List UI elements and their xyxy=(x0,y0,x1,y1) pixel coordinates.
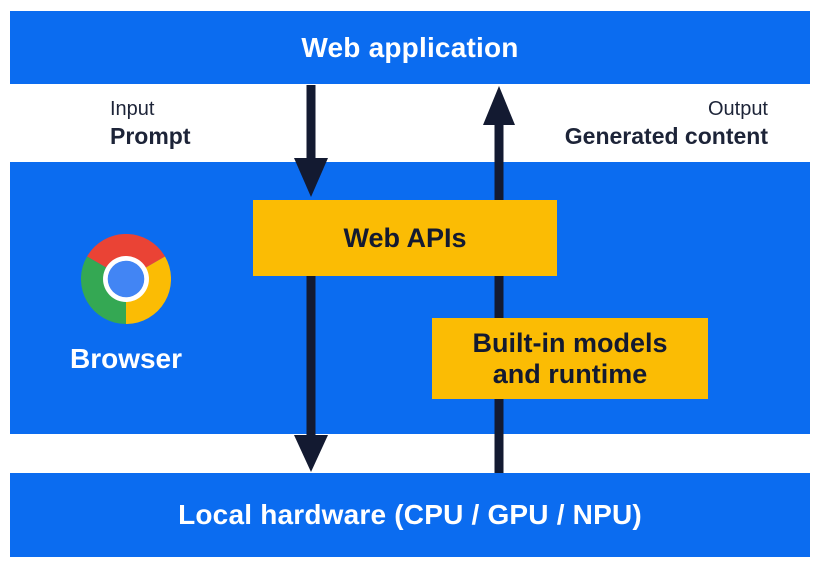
builtin-models-label-line2: and runtime xyxy=(492,358,648,389)
web-apis-box: Web APIs xyxy=(253,200,557,276)
web-application-label: Web application xyxy=(301,31,519,63)
output-label: Output xyxy=(707,97,768,120)
web-application-layer: Web application xyxy=(10,11,810,84)
input-annotation: Input Prompt xyxy=(110,84,191,162)
builtin-models-label-line1: Built-in models xyxy=(472,327,668,358)
local-hardware-layer: Local hardware (CPU / GPU / NPU) xyxy=(10,473,810,557)
chrome-logo-icon xyxy=(81,234,171,324)
local-hardware-label: Local hardware (CPU / GPU / NPU) xyxy=(178,499,642,530)
input-value-prompt: Prompt xyxy=(110,122,191,149)
web-apis-label: Web APIs xyxy=(343,222,467,253)
output-annotation: Output Generated content xyxy=(565,84,768,162)
output-value-generated-content: Generated content xyxy=(564,122,768,149)
browser-label: Browser xyxy=(69,343,183,374)
builtin-models-box: Built-in models and runtime xyxy=(432,318,708,399)
input-label: Input xyxy=(110,97,155,120)
